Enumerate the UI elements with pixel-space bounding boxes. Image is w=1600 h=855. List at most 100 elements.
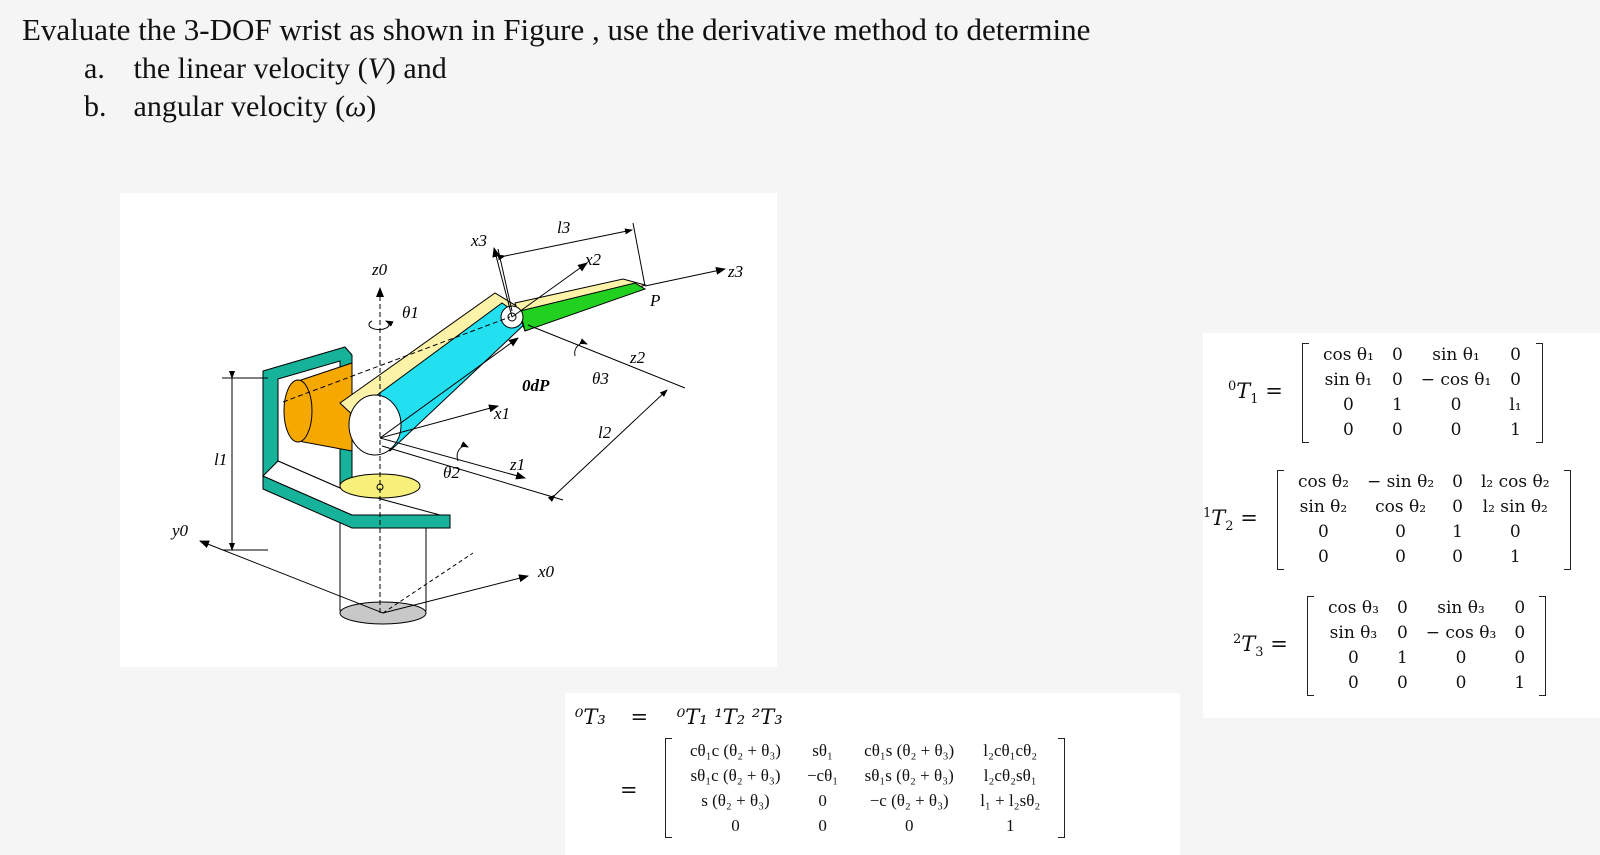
matrix-cell: 1 bbox=[1514, 673, 1526, 693]
label-l1: l1 bbox=[214, 450, 227, 469]
matrix-cell: sin θ₁ bbox=[1324, 370, 1373, 390]
figure-labels: z0 θ1 x3 l3 x2 z3 P z2 θ3 0dP x1 l1 l2 θ… bbox=[170, 218, 743, 581]
matrix-cell: 0 bbox=[1455, 673, 1467, 693]
item-label: a. bbox=[84, 52, 105, 85]
joint-cylinder bbox=[283, 362, 353, 452]
label-theta2: θ2 bbox=[443, 463, 460, 482]
matrix-cell: 0 bbox=[818, 816, 827, 835]
matrix-cell: sin θ₃ bbox=[1437, 598, 1485, 618]
matrix-cell: 0 bbox=[1391, 345, 1403, 365]
matrix-cell: − sin θ₂ bbox=[1366, 472, 1435, 492]
item-label: b. bbox=[84, 90, 107, 123]
matrix-cell: sin θ₁ bbox=[1432, 345, 1480, 365]
matrix-cell: 0 bbox=[1452, 547, 1463, 567]
matrix-cell: l₂ sin θ₂ bbox=[1482, 497, 1548, 517]
item-text-after: ) and bbox=[385, 52, 447, 85]
item-angular-velocity: b. angular velocity (ω) bbox=[84, 88, 1090, 126]
matrix-cell: 0 bbox=[1396, 673, 1408, 693]
item-linear-velocity: a. the linear velocity (V) and bbox=[84, 50, 1090, 88]
matrix-cell: 1 bbox=[1396, 648, 1408, 668]
matrix-cell: −cθ₁ bbox=[806, 766, 839, 785]
matrix-row: s (θ₂ + θ₃)0−c (θ₂ + θ₃)l₁ + l₂sθ₂ bbox=[677, 788, 1053, 813]
matrix-cell: 0 bbox=[731, 816, 740, 835]
matrix-cell: cos θ₁ bbox=[1323, 345, 1374, 365]
item-symbol: ω bbox=[345, 90, 367, 123]
item-text-before: angular velocity ( bbox=[133, 90, 346, 123]
matrix-T1: 0T1 = cos θ₁ 0 sin θ₁ 0 sin θ₁ 0 − cos θ₁ 0 0 1 0 l… bbox=[1228, 343, 1543, 443]
matrix-cell: 0 bbox=[1452, 472, 1463, 492]
label-z3: z3 bbox=[727, 262, 743, 281]
matrix-row: 0 0 0 1 bbox=[1314, 418, 1531, 443]
product-eq1: = bbox=[630, 705, 649, 729]
label-theta1: θ1 bbox=[402, 303, 419, 322]
matrix-cell: − cos θ₁ bbox=[1420, 370, 1492, 390]
matrix-cell: 0 bbox=[1510, 345, 1521, 365]
matrix-row: 0 0 0 1 bbox=[677, 813, 1053, 838]
matrix-row: cos θ₁ 0 sin θ₁ 0 bbox=[1314, 343, 1531, 368]
matrix-cell: 0 bbox=[1318, 547, 1329, 567]
matrix-cell: 0 bbox=[1514, 598, 1526, 618]
label-x3: x3 bbox=[470, 231, 487, 250]
matrix-cell: 0 bbox=[818, 791, 827, 810]
matrix-cell: 0 bbox=[1396, 598, 1408, 618]
matrix-cell: sθ₁s (θ₂ + θ₃) bbox=[864, 766, 954, 785]
matrix-cell: 0 bbox=[1395, 522, 1406, 542]
label-z0: z0 bbox=[371, 260, 388, 279]
item-symbol: V bbox=[367, 52, 386, 85]
matrix-cell: 1 bbox=[1510, 420, 1521, 440]
label-P: P bbox=[649, 291, 660, 310]
matrix-cell: 0 bbox=[1396, 623, 1408, 643]
matrix-cell: cθ₁c (θ₂ + θ₃) bbox=[690, 741, 781, 760]
matrix-cell: 0 bbox=[1391, 420, 1403, 440]
matrix-cell: l₁ + l₂sθ₂ bbox=[980, 791, 1041, 810]
matrix-cell: 0 bbox=[1450, 395, 1462, 415]
label-l3: l3 bbox=[557, 218, 570, 237]
matrix-cell: l₂cθ₁cθ₂ bbox=[983, 741, 1038, 760]
matrix-row: 0 0 0 1 bbox=[1319, 671, 1534, 696]
matrix-cell: 0 bbox=[1509, 522, 1521, 542]
matrix-cell: sin θ₂ bbox=[1299, 497, 1348, 517]
matrix-cell: 0 bbox=[1514, 623, 1526, 643]
matrix-cell: −c (θ₂ + θ₃) bbox=[869, 791, 949, 810]
label-y0: y0 bbox=[170, 521, 189, 540]
matrix-T2-lhs: 1T2 = bbox=[1203, 505, 1258, 535]
matrix-cell: cos θ₃ bbox=[1328, 598, 1379, 618]
matrix-T1-lhs: 0T1 = bbox=[1228, 378, 1283, 408]
matrix-cell: 0 bbox=[1455, 648, 1467, 668]
matrix-cell: l₂ cos θ₂ bbox=[1480, 472, 1550, 492]
axes-lines bbox=[199, 222, 726, 614]
matrix-cell: 0 bbox=[904, 816, 914, 835]
matrix-cell: − cos θ₃ bbox=[1425, 623, 1497, 643]
matrix-cell: 0 bbox=[1348, 673, 1359, 693]
label-z2: z2 bbox=[629, 348, 646, 367]
item-text-after: ) bbox=[366, 90, 377, 123]
matrix-cell: l₁ bbox=[1509, 395, 1522, 415]
matrix-cell: 0 bbox=[1514, 648, 1526, 668]
product-first-line: ⁰T₃ = ⁰T₁ ¹T₂ ²T₃ bbox=[575, 705, 783, 729]
matrix-cell: 0 bbox=[1343, 420, 1354, 440]
matrix-cell: 0 bbox=[1450, 420, 1462, 440]
matrix-cell: 1 bbox=[1391, 395, 1403, 415]
matrix-cell: cθ₁s (θ₂ + θ₃) bbox=[864, 741, 955, 760]
matrix-cell: 0 bbox=[1348, 648, 1359, 668]
matrix-cell: 1 bbox=[1005, 816, 1015, 835]
product-eq2: = bbox=[620, 778, 638, 802]
matrix-cell: 0 bbox=[1510, 370, 1521, 390]
label-x0: x0 bbox=[537, 562, 555, 581]
matrix-cell: 1 bbox=[1509, 547, 1521, 567]
wrist-diagram-svg: z0 θ1 x3 l3 x2 z3 P z2 θ3 0dP x1 l1 l2 θ… bbox=[170, 218, 743, 625]
wrist-figure: z0 θ1 x3 l3 x2 z3 P z2 θ3 0dP x1 l1 l2 θ… bbox=[120, 193, 777, 667]
